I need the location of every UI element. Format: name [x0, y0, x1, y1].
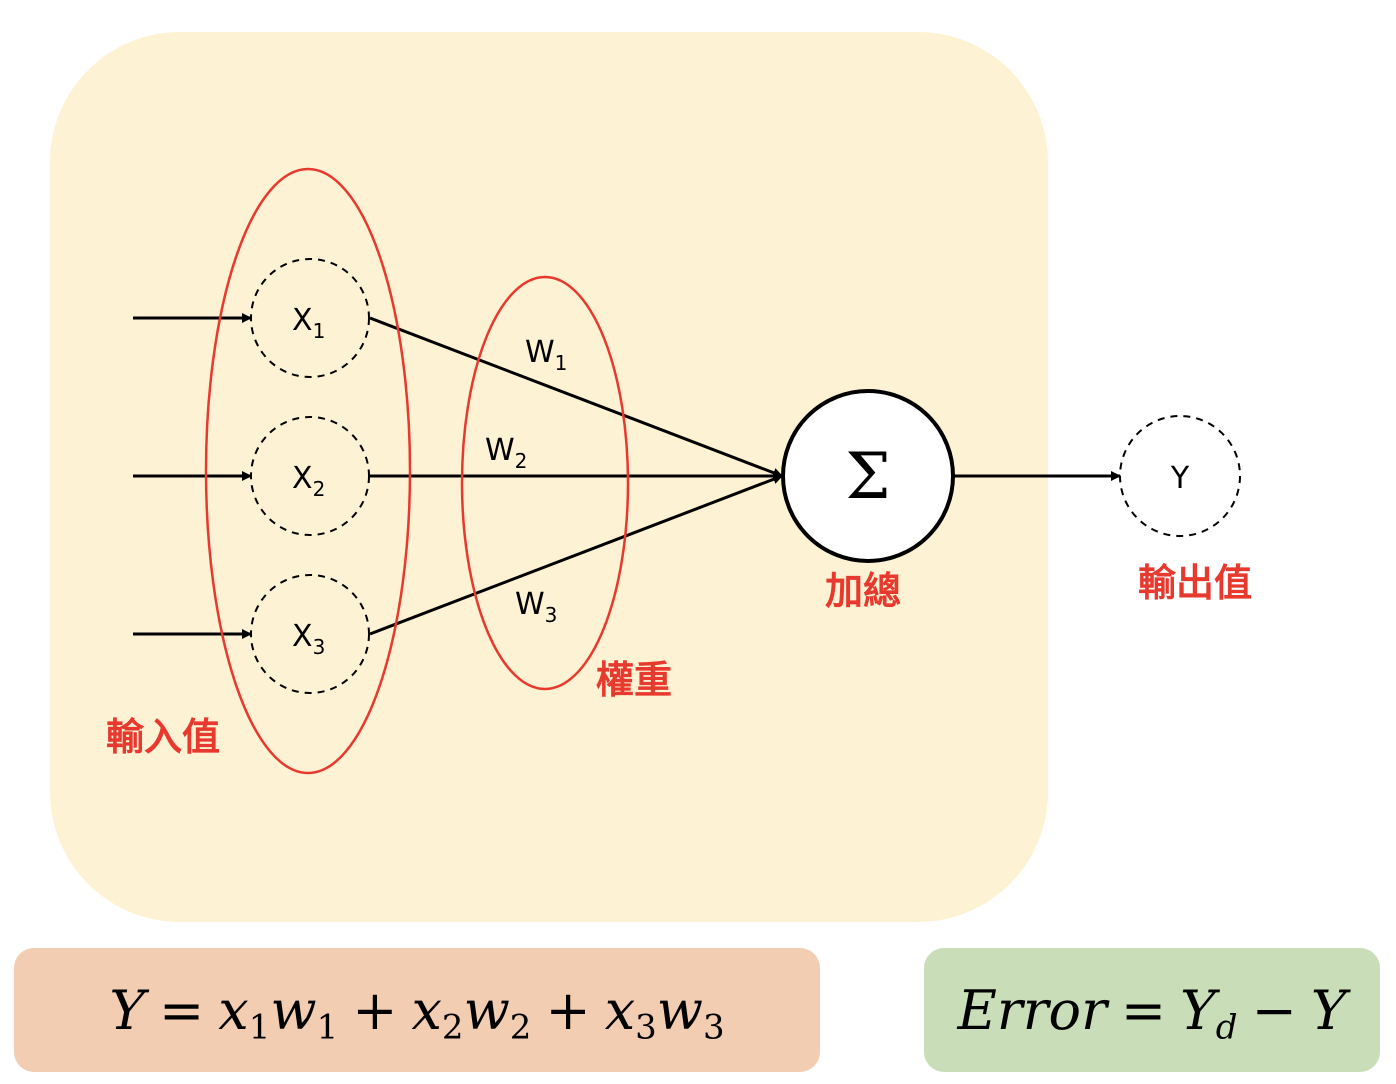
connection-3 — [369, 474, 783, 636]
input-label-3: X3 — [292, 619, 325, 659]
connection-1 — [369, 316, 783, 478]
error-output: Y — [1310, 978, 1347, 1042]
formula-plus-1: + — [352, 978, 398, 1042]
output-caption: 輸出值 — [1138, 561, 1252, 605]
weights-group-ellipse — [460, 275, 630, 691]
weighted-sum-formula: Y = x1w1 + x2w2 + x3w3 — [109, 978, 725, 1048]
sum-symbol: Σ — [845, 440, 890, 514]
input-label-1: X1 — [292, 303, 325, 343]
input-node-3 — [250, 574, 370, 694]
formula-plus-2: + — [545, 978, 591, 1042]
weight-label-2: W2 — [485, 433, 527, 473]
inputs-caption: 輸入值 — [106, 715, 220, 759]
term-3: x3w3 — [604, 978, 725, 1048]
formula-equals: = — [158, 978, 205, 1042]
input-node-1 — [250, 258, 370, 378]
error-formula: Error = Yd − Y — [957, 978, 1347, 1048]
error-equals: = — [1120, 978, 1167, 1042]
error-lhs: Error — [957, 978, 1107, 1042]
inputs-group-ellipse — [204, 167, 412, 775]
weight-label-1: W1 — [525, 335, 567, 375]
term-1: x1w1 — [218, 978, 339, 1048]
weights-caption: 權重 — [596, 658, 672, 702]
weight-label-3: W3 — [515, 587, 557, 627]
error-formula-box: Error = Yd − Y — [924, 948, 1380, 1072]
weighted-sum-formula-box: Y = x1w1 + x2w2 + x3w3 — [14, 948, 820, 1072]
input-label-2: X2 — [292, 461, 325, 501]
term-2: x2w2 — [411, 978, 532, 1048]
sum-node — [781, 389, 955, 563]
formula-lhs: Y — [109, 978, 145, 1042]
error-target: Yd — [1180, 978, 1238, 1048]
sum-caption: 加總 — [825, 569, 901, 613]
output-node — [1119, 415, 1241, 537]
output-label: Y — [1170, 461, 1190, 496]
error-minus: − — [1251, 978, 1297, 1042]
input-node-2 — [250, 416, 370, 536]
